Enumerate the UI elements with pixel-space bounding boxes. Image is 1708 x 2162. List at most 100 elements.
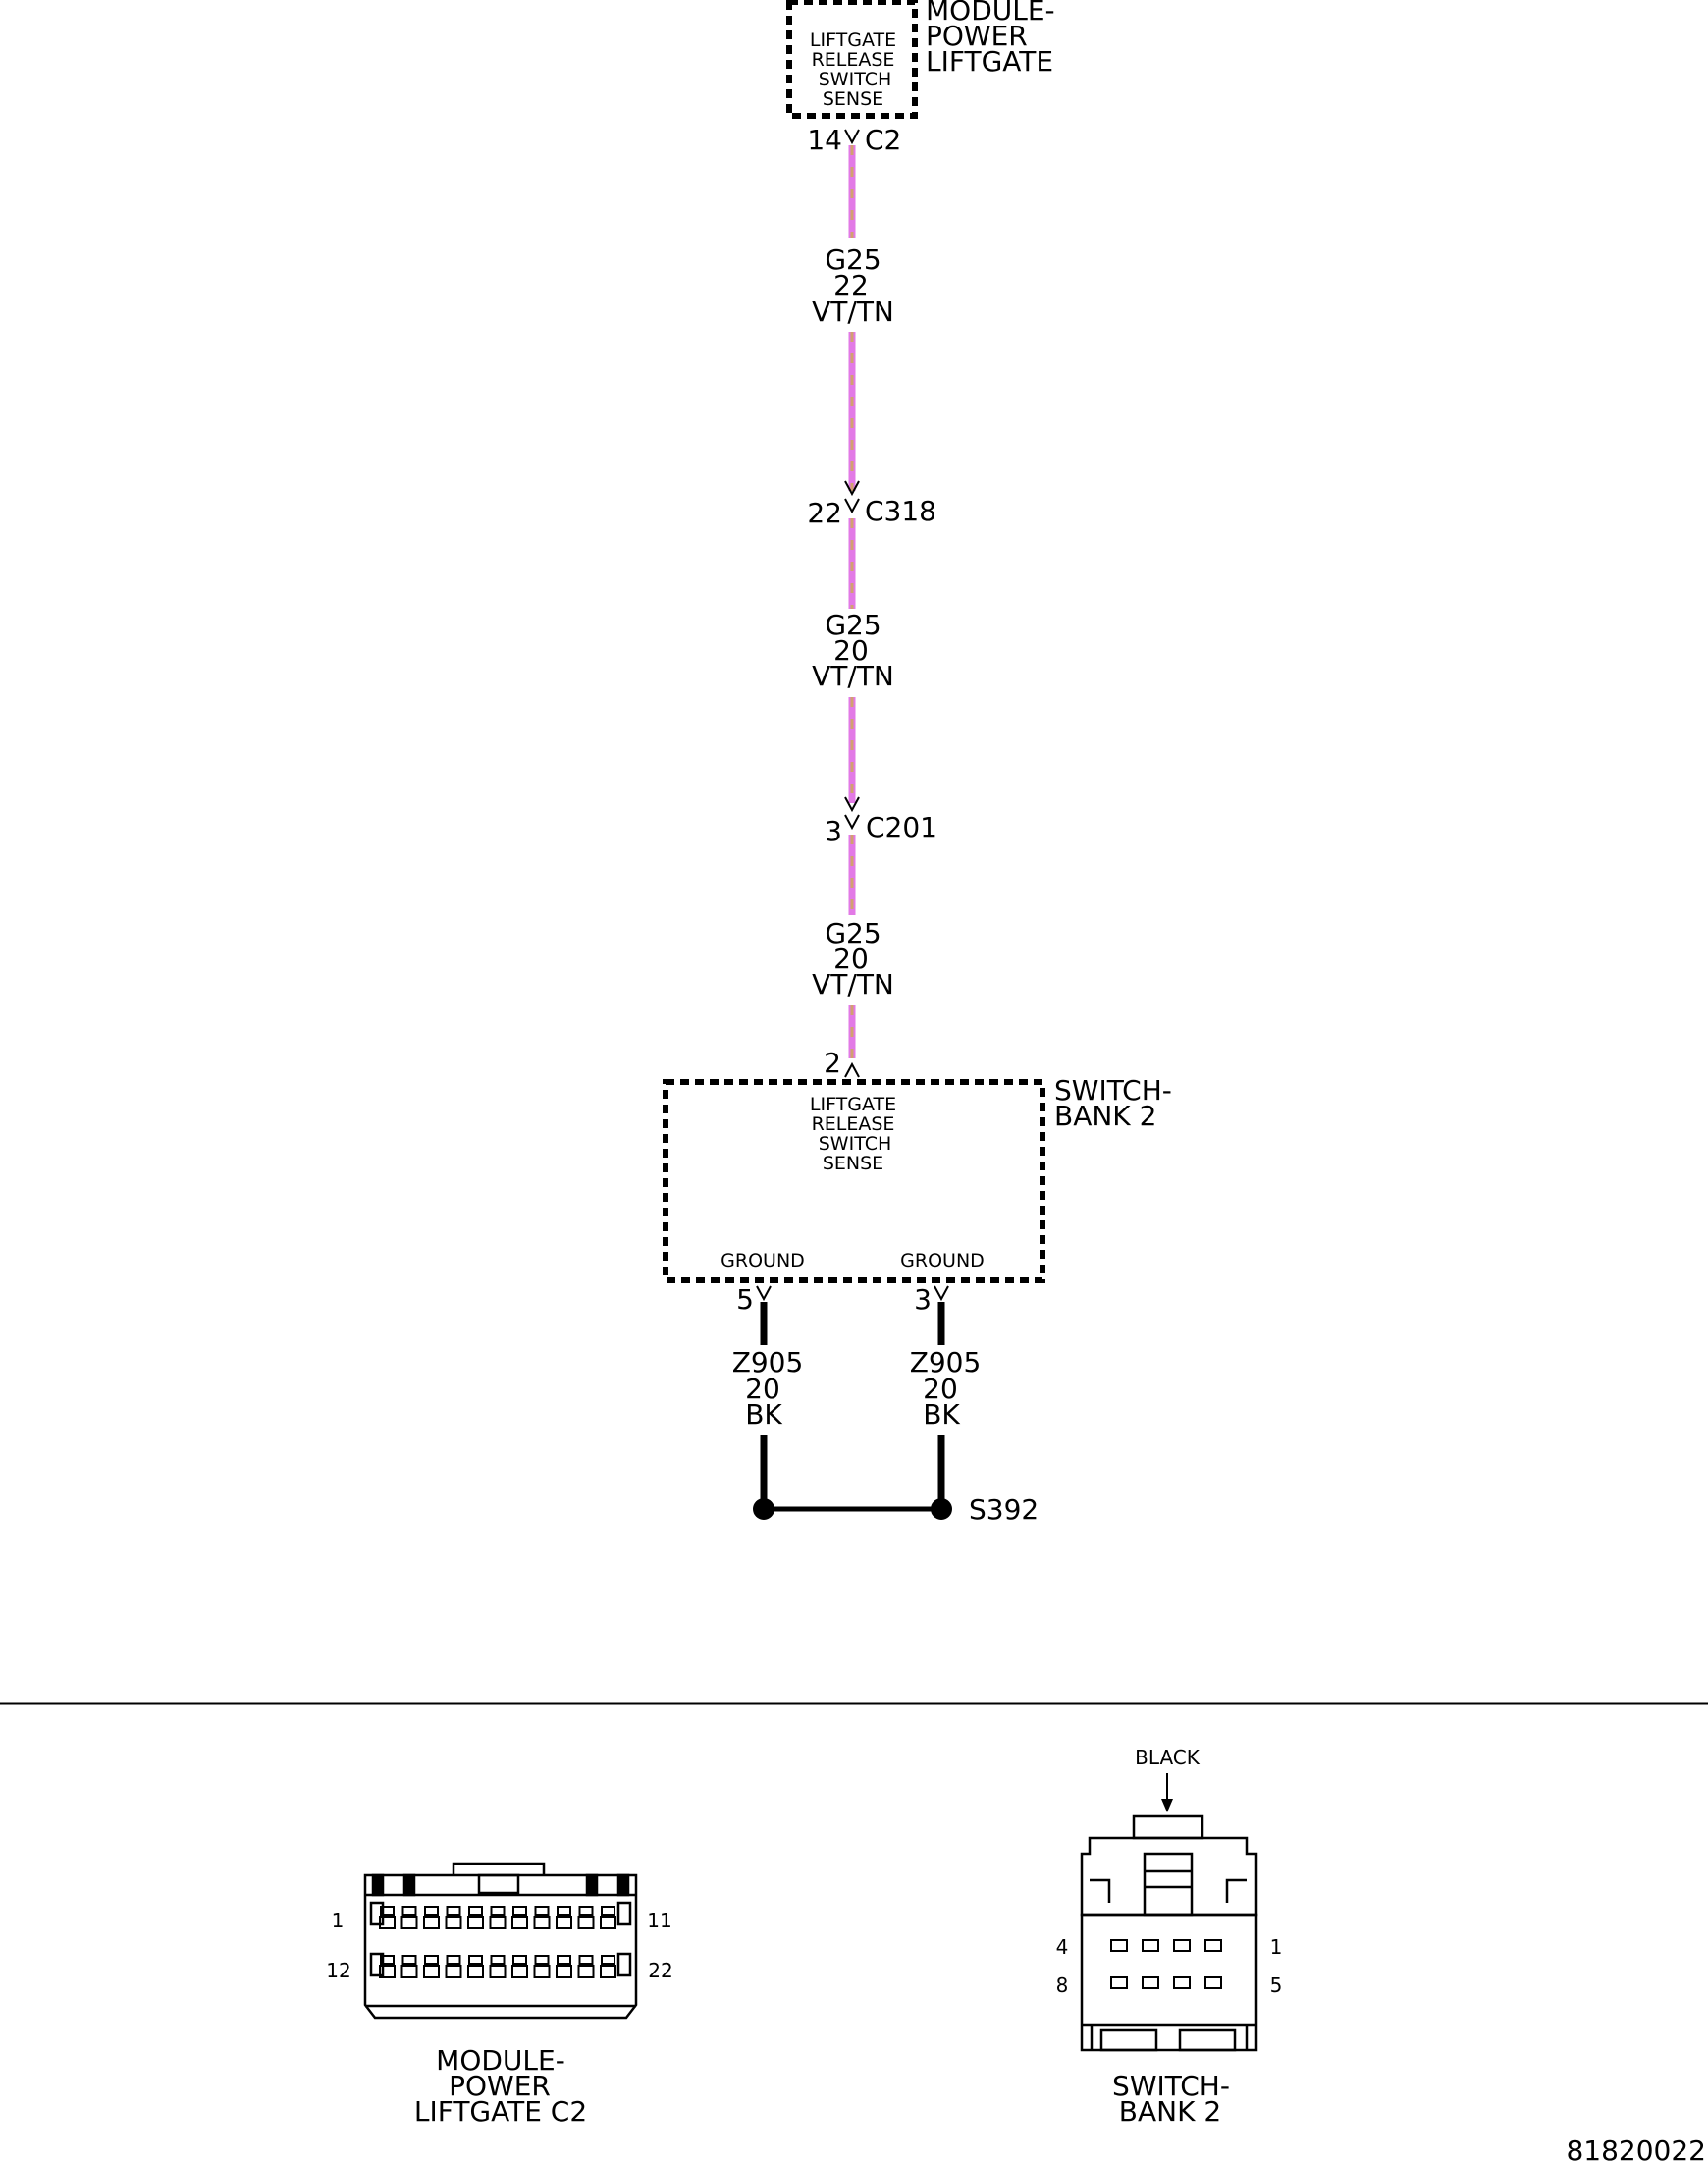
c318-pin-number: 22 (807, 497, 842, 529)
c2-latch (452, 1862, 546, 1875)
c2-pin-cavity (556, 1955, 572, 1978)
c2-pin-cavity (533, 1955, 551, 1978)
seg3-gauge: 20 (833, 943, 869, 975)
sb-pin-cavity (1110, 1976, 1128, 1989)
gw1-circuit: Z905 (732, 1346, 804, 1378)
female-pin-icon (756, 1285, 772, 1302)
connector-view-c2: 1 11 12 22 MODULE- POWER LIFTGATE C2 (326, 1862, 673, 2128)
c2-pin-cavity (379, 1955, 396, 1978)
sb-body (1080, 1913, 1258, 2052)
sb-caption-line-2: BANK 2 (1119, 2095, 1221, 2128)
top-pin-c2: 14 C2 (807, 124, 901, 156)
ground-pin-3-number: 3 (914, 1283, 932, 1316)
ground-wire-1-label: Z905 20 BK (732, 1346, 804, 1431)
sb-pin-cavity (1110, 1939, 1128, 1952)
c2-pin-label-22: 22 (648, 1959, 672, 1982)
male-pin-icon (844, 1061, 860, 1078)
c2-pin-cavity (467, 1955, 484, 1978)
ground-pin-5-number: 5 (736, 1283, 754, 1316)
switch-inner-line-2: RELEASE (812, 1113, 895, 1135)
c2-pin-label-12: 12 (326, 1959, 350, 1982)
c2-caption-line-1: MODULE- (436, 2044, 565, 2077)
color-label: BLACK (1135, 1746, 1201, 1769)
top-inner-line-1: LIFTGATE (810, 29, 896, 51)
inline-connector-c201: 3 C201 (825, 796, 937, 847)
c2-caption-line-2: POWER (449, 2070, 551, 2102)
c2-pin-cavity (511, 1955, 528, 1978)
top-name-line-2: POWER (926, 20, 1028, 52)
c2-pin-cavity (445, 1906, 462, 1929)
switch-bank-input-pin-number: 2 (824, 1047, 841, 1079)
splice-name: S392 (969, 1493, 1039, 1526)
c2-pin-cavity (489, 1955, 507, 1978)
sb-pin-cavity (1173, 1976, 1191, 1989)
c2-pin-cavity (577, 1955, 595, 1978)
switch-name-line-1: SWITCH- (1054, 1074, 1172, 1107)
ground-wires (760, 1302, 945, 1508)
sb-left-flange (1090, 1878, 1111, 1903)
power-liftgate-module-box (786, 0, 918, 119)
top-name-line-1: MODULE- (926, 0, 1055, 27)
male-pin-icon (844, 796, 860, 813)
top-connector-name: C2 (865, 124, 901, 156)
top-pin-number: 14 (807, 124, 842, 156)
c201-pin-number: 3 (825, 815, 842, 847)
c2-latch-window (477, 1873, 520, 1895)
c2-key-right-top (616, 1901, 632, 1926)
arrow-down-icon (1161, 1799, 1173, 1812)
c2-pin-cavity (577, 1906, 595, 1929)
c2-pin-cavity (445, 1955, 462, 1978)
sb-pin-label-8: 8 (1056, 1973, 1069, 1997)
ground-label-1: GROUND (721, 1250, 805, 1271)
switch-bank-input-pin: 2 (824, 1047, 860, 1079)
c2-pin-cavity (533, 1906, 551, 1929)
female-pin-icon (844, 498, 860, 514)
seg3-circuit: G25 (825, 917, 881, 949)
sb-right-flange (1225, 1878, 1247, 1903)
seg1-circuit: G25 (825, 243, 881, 276)
seg2-color: VT/TN (812, 660, 894, 692)
sb-caption-line-1: SWITCH- (1112, 2070, 1230, 2102)
top-inner-line-4: SENSE (823, 88, 883, 110)
c318-name: C318 (865, 495, 936, 527)
ground-wire-2-label: Z905 20 BK (910, 1346, 982, 1431)
sb-pin-cavities (1110, 1939, 1222, 1989)
c2-key-right-bottom (616, 1952, 632, 1977)
sb-pin-label-5: 5 (1270, 1973, 1283, 1997)
sb-pin-label-4: 4 (1056, 1935, 1069, 1959)
connector-view-switch-bank: BLACK 4 1 8 5 SWITCH- BANK 2 (1056, 1746, 1283, 2128)
female-pin-icon (844, 814, 860, 831)
c2-pin-cavity (489, 1906, 507, 1929)
switch-bank-2: LIFTGATE RELEASE SWITCH SENSE SWITCH- BA… (663, 1074, 1172, 1283)
sb-foot (1178, 2028, 1237, 2052)
sb-pin-cavity (1204, 1976, 1222, 1989)
c2-housing (363, 1873, 638, 2020)
gw2-color: BK (923, 1398, 960, 1431)
female-pin-icon (934, 1285, 949, 1302)
c2-pin-cavity (600, 1906, 616, 1929)
segment-3-label: G25 20 VT/TN (812, 917, 894, 1000)
sb-pin-cavity (1142, 1939, 1159, 1952)
top-inner-line-3: SWITCH (819, 69, 892, 90)
c2-pin-cavity (400, 1906, 418, 1929)
switch-inner-line-3: SWITCH (819, 1133, 892, 1155)
c2-pin-cavity (600, 1955, 616, 1978)
splice-dot (753, 1498, 774, 1520)
c2-rib (585, 1873, 599, 1897)
gw1-color: BK (745, 1398, 782, 1431)
ground-pin-5: 5 (736, 1283, 772, 1316)
c2-pin-label-1: 1 (332, 1909, 345, 1932)
sb-pin-cavity (1173, 1939, 1191, 1952)
sb-pin-label-1: 1 (1270, 1935, 1283, 1959)
gw2-gauge: 20 (923, 1373, 958, 1405)
c2-rib (371, 1873, 385, 1897)
switch-inner-line-4: SENSE (823, 1153, 883, 1174)
segment-2-label: G25 20 VT/TN (812, 609, 894, 692)
c2-pin-cavities (379, 1906, 616, 1978)
switch-inner-line-1: LIFTGATE (810, 1094, 896, 1115)
figure-id: 81820022 (1566, 2135, 1706, 2162)
inline-connector-c318: 22 C318 (807, 480, 936, 529)
c2-rib (616, 1873, 630, 1897)
sb-latch-body (1143, 1852, 1194, 1917)
